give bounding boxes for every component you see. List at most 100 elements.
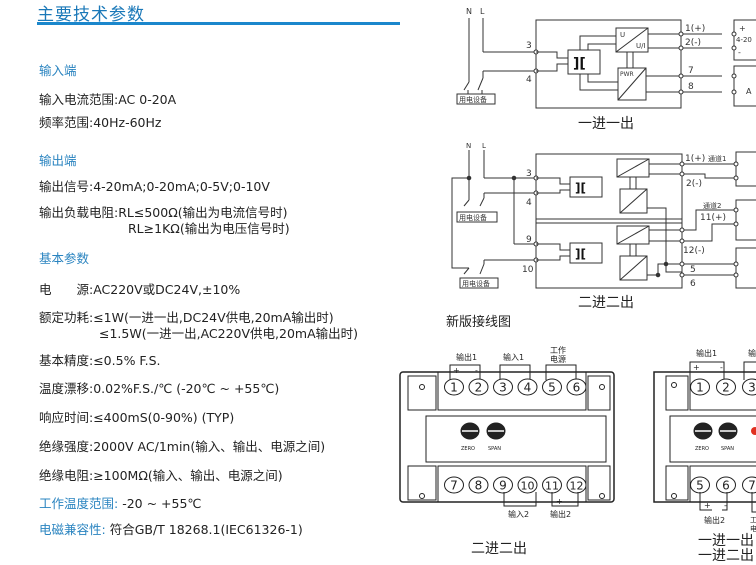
wiring-diagram-two-in-two-out: N L 用电设备 用电设备 3 4 9 10 ][ ][ 1(+) 通道1 2(… [440,140,756,292]
isolation-transformer-icon: ][ [575,247,586,261]
working-temperature-value: -20 ~ +55℃ [118,496,201,511]
emc-label: 电磁兼容性: [39,522,106,537]
device-label-1: 用电设备 [459,213,487,222]
terminal-number-2: 2 [475,381,483,395]
zero-label: ZERO [695,446,709,452]
terminal-1: 1(+) [685,154,705,164]
terminal-number-10: 10 [521,480,535,493]
terminal-2: 2(-) [685,38,701,48]
terminal-number-3: 3 [499,381,507,395]
terminal-number-3: 3 [748,381,756,395]
terminal-8: 8 [688,82,694,92]
rated-consumption-2: ≤1.5W(一进一出,AC220V供电,20mA输出时) [99,323,358,342]
input-2-minus: - [573,497,576,506]
block-pwr: PWR [620,71,634,78]
terminal-number-2: 2 [722,381,730,395]
terminal-10: 10 [522,265,534,275]
live-label: L [482,142,486,150]
output-1-plus: + [453,366,460,375]
terminal-number-4: 4 [524,381,532,395]
terminal-12: 12(-) [683,246,705,256]
group-output-1: 输出1 [456,352,477,362]
output-1-minus: - [720,363,723,372]
channel-1-label: 通道1 [708,154,726,163]
terminal-number-1: 1 [450,381,458,395]
terminal-3: 3 [526,169,532,179]
terminal-4: 4 [526,198,532,208]
terminal-number-11: 11 [545,480,559,493]
output-1-minus: - [475,366,478,375]
terminal-9: 9 [526,235,532,245]
group-output-2: 输出2 [550,509,571,519]
top-terminal-row: 1 2 3 4 5 6 [445,379,587,395]
group-input-partial: 输 [748,348,756,358]
terminal-number-7: 7 [748,479,756,493]
output-2-minus: - [724,501,727,510]
output-1-plus: + [693,363,700,372]
temperature-drift: 温度漂移:0.02%F.S./℃ (-20℃ ~ +55℃) [39,378,279,397]
output-2-plus: + [704,501,711,510]
terminal-3: 3 [526,41,532,51]
channel-2-label: 通道2 [703,201,721,210]
neutral-label: N [466,7,472,16]
terminal-number-12: 12 [570,480,584,493]
isolation-transformer-icon: ][ [573,56,586,72]
input-heading: 输入端 [39,60,77,79]
terminal-number-5: 5 [696,479,704,493]
device-label-2: 用电设备 [462,279,490,288]
group-output-2: 输出2 [704,515,725,525]
meter-plus: + [739,24,746,33]
caption-two-in-two-out: 二进二出 [578,292,634,312]
output-heading: 输出端 [39,150,77,169]
accuracy: 基本精度:≤0.5% F.S. [39,350,160,369]
terminal-4: 4 [526,75,532,85]
block-ui: U/I [636,42,646,50]
neutral-label: N [466,142,471,150]
new-wiring-title: 新版接线图 [446,311,511,330]
group-power: 电源 [550,354,566,364]
emc: 电磁兼容性: 符合GB/T 18268.1(IEC61326-1) [39,519,303,538]
zero-label: ZERO [461,446,475,452]
ammeter-label: A [746,87,752,96]
span-label: SPAN [488,446,501,452]
terminal-2: 2(-) [686,179,702,189]
group-output-1: 输出1 [696,348,717,358]
status-led-icon [751,427,756,435]
terminal-5: 5 [690,265,696,275]
device-label: 用电设备 [459,95,487,104]
caption-one-in-one-out: 一进一出 [578,113,634,133]
terminal-1: 1(+) [685,24,705,34]
group-input-1: 输入1 [503,352,524,362]
terminal-7: 7 [688,66,694,76]
response-time: 响应时间:≤400mS(0-90%) (TYP) [39,407,234,426]
caption-panel-one-in-two-out: 一进二出 [698,545,754,565]
live-label: L [480,7,485,16]
power-supply: 电 源:AC220V或DC24V,±10% [39,279,240,298]
terminal-number-7: 7 [450,479,458,493]
title-rule [37,22,400,25]
meter-minus: - [738,48,741,57]
isolation-transformer-icon: ][ [575,181,586,195]
group-work-partial: 工 [750,516,756,524]
input-current-range: 输入电流范围:AC 0-20A [39,89,176,108]
group-input-2: 输入2 [508,509,529,519]
terminal-11: 11(+) [700,213,726,223]
working-temperature-label: 工作温度范围: [39,496,118,511]
block-u: U [620,31,625,39]
terminal-number-9: 9 [499,479,507,493]
insulation-resistance: 绝缘电阻:≥100MΩ(输入、输出、电源之间) [39,465,283,484]
meter-range: 4-20 [736,36,752,44]
terminal-6: 6 [690,279,696,289]
terminal-number-6: 6 [722,479,730,493]
output-load-voltage: RL≥1KΩ(输出为电压信号时) [128,218,290,237]
terminal-number-8: 8 [475,479,483,493]
emc-value: 符合GB/T 18268.1(IEC61326-1) [106,522,303,537]
frequency-range: 频率范围:40Hz-60Hz [39,112,161,131]
bottom-terminal-row: 7 8 9 10 11 12 [445,477,587,493]
group-work: 工作 [550,345,566,355]
terminal-number-5: 5 [548,381,556,395]
terminal-number-6: 6 [573,381,581,395]
output-signal: 输出信号:4-20mA;0-20mA;0-5V;0-10V [39,176,270,195]
